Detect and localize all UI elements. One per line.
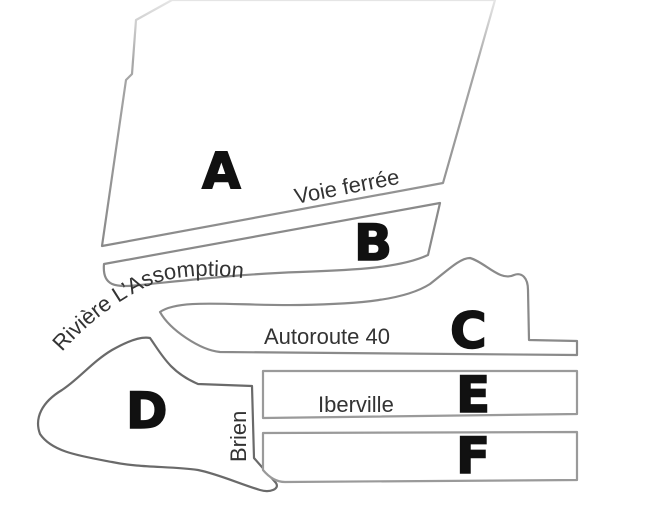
highway-label: Autoroute 40: [264, 324, 390, 349]
zone-c-area: [158, 256, 579, 357]
zone-a-label: A: [202, 142, 241, 200]
zone-e-area: [261, 369, 579, 420]
zone-a-area: [100, 0, 497, 248]
zone-c-label: C: [450, 302, 487, 360]
iberville-label: Iberville: [318, 392, 394, 417]
zone-e-label: E: [456, 366, 490, 424]
zone-f-area: [261, 430, 579, 484]
zone-b-label: B: [354, 214, 392, 272]
zone-b-area: [102, 201, 442, 288]
zone-d-area: [36, 336, 278, 493]
zone-f-label: F: [456, 427, 490, 485]
brien-label: Brien: [226, 411, 251, 462]
zone-d-label: D: [126, 382, 168, 440]
